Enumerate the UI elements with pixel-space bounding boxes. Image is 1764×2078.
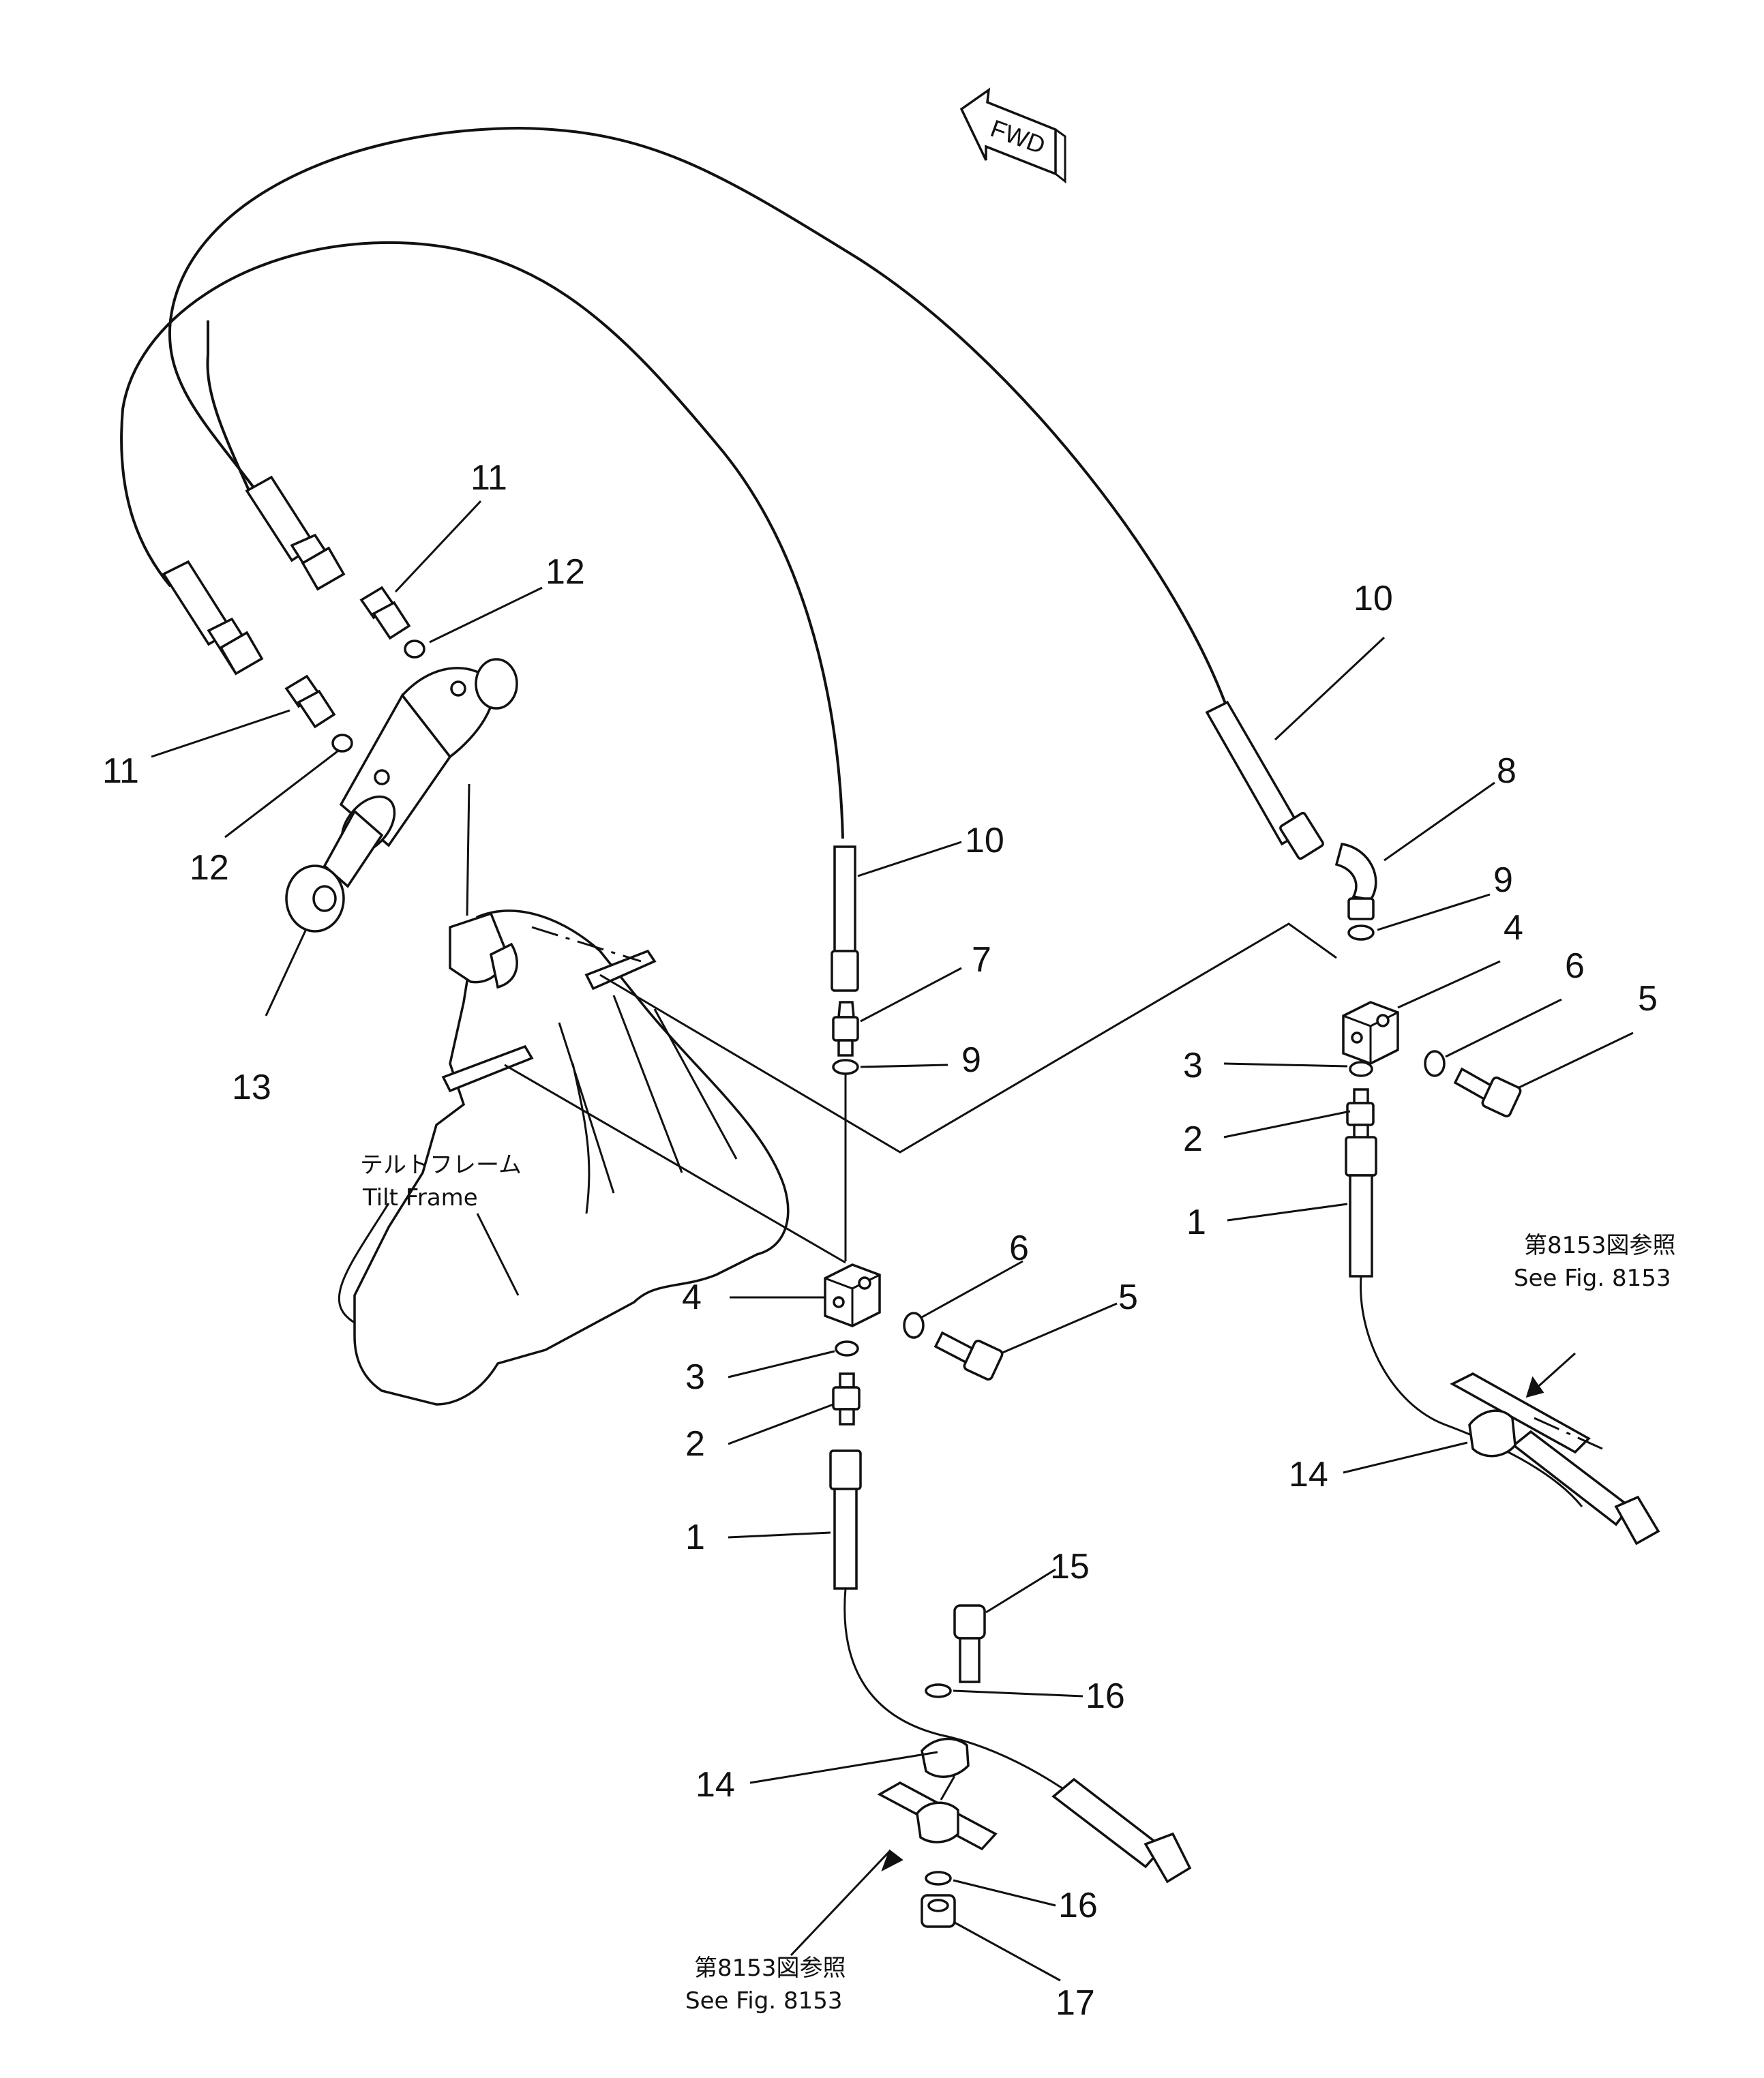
- tilt-cylinder-13: [285, 658, 518, 933]
- fwd-arrow-icon: FWD: [959, 87, 1066, 184]
- part-label-8: 8: [1497, 751, 1516, 791]
- part-label-1: 1: [685, 1518, 705, 1557]
- part-label-14: 14: [1289, 1455, 1328, 1494]
- part-label-3: 3: [685, 1357, 705, 1397]
- o-ring-12-upper: [404, 639, 425, 659]
- clamp-14-center: [877, 1737, 998, 1851]
- see-fig-note-bottom-en: See Fig. 8153: [685, 1987, 842, 2015]
- elbow-fitting-11-upper: [359, 586, 411, 640]
- part-label-7: 7: [972, 940, 991, 980]
- part-label-16: 16: [1086, 1676, 1125, 1716]
- part-label-13: 13: [232, 1068, 271, 1107]
- part-label-12: 12: [190, 848, 229, 888]
- part-label-1: 1: [1186, 1203, 1206, 1242]
- part-label-6: 6: [1565, 946, 1585, 986]
- clamp-14-right: [1450, 1372, 1603, 1458]
- part-label-12: 12: [545, 552, 585, 592]
- part-label-16: 16: [1058, 1886, 1098, 1925]
- hose-end-upper: [245, 475, 346, 591]
- washer-16-upper: [925, 1683, 952, 1698]
- part-label-11: 11: [470, 458, 507, 498]
- hose-end-lower: [162, 560, 264, 676]
- part-label-14: 14: [696, 1765, 735, 1805]
- tilt-frame: [353, 783, 1337, 1406]
- part-labels: 11 11 12 12 13 10 10 8 9 9 4 4 6 6 5 5 7…: [102, 458, 1658, 2023]
- part-label-10: 10: [1354, 579, 1393, 618]
- hose-lines: [120, 126, 1229, 839]
- see-fig-note-right-en: See Fig. 8153: [1514, 1265, 1671, 1292]
- see-fig-note-right-jp: 第8153図参照: [1524, 1232, 1676, 1259]
- tilt-frame-label-jp: テルトフレーム: [360, 1151, 522, 1179]
- part-label-11: 11: [102, 751, 139, 791]
- elbow-fitting-11-lower: [284, 674, 336, 729]
- part-label-4: 4: [682, 1278, 702, 1317]
- part-label-3: 3: [1183, 1046, 1203, 1085]
- part-label-9: 9: [961, 1040, 981, 1080]
- center-fitting-stack: [824, 845, 1192, 1884]
- see-fig-note-bottom-jp: 第8153図参照: [694, 1955, 846, 1982]
- part-label-5: 5: [1638, 979, 1658, 1019]
- o-ring-12-lower: [331, 734, 353, 753]
- right-fitting-stack: [1205, 700, 1660, 1546]
- leader-lines: [151, 500, 1634, 1982]
- nut-17: [921, 1894, 956, 1928]
- part-label-9: 9: [1493, 860, 1513, 900]
- bolt-15: [953, 1604, 986, 1683]
- center-bolt-group: [903, 1312, 1004, 1381]
- part-label-10: 10: [965, 821, 1004, 860]
- part-label-4: 4: [1504, 908, 1523, 948]
- washer-16-lower: [925, 1871, 952, 1886]
- part-label-5: 5: [1118, 1278, 1138, 1317]
- part-label-2: 2: [685, 1424, 705, 1464]
- part-label-6: 6: [1009, 1229, 1029, 1268]
- part-label-17: 17: [1056, 1983, 1095, 2023]
- part-label-2: 2: [1183, 1119, 1203, 1159]
- tilt-frame-label-en: Tilt Frame: [362, 1184, 478, 1211]
- notes: テルトフレーム Tilt Frame 第8153図参照 See Fig. 815…: [360, 1151, 1676, 2015]
- part-label-15: 15: [1050, 1547, 1090, 1586]
